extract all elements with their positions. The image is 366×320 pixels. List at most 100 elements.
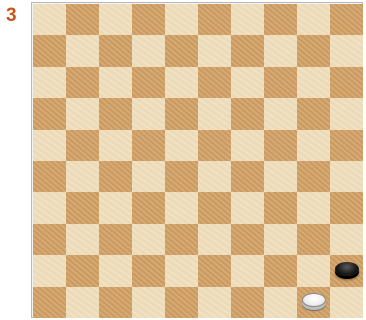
board-square-r1-c7[interactable]: [231, 4, 264, 35]
board-square-r9-c8[interactable]: [264, 255, 297, 286]
board-square-r2-c7[interactable]: [231, 35, 264, 66]
board-square-r8-c3[interactable]: [99, 224, 132, 255]
board-square-r6-c7[interactable]: [231, 161, 264, 192]
board-square-r5-c10[interactable]: [330, 130, 363, 161]
board-square-r2-c10[interactable]: [330, 35, 363, 66]
board-square-r3-c7[interactable]: [231, 67, 264, 98]
board-square-r7-c4[interactable]: [132, 192, 165, 223]
board-square-r3-c3[interactable]: [99, 67, 132, 98]
board-square-r2-c9[interactable]: [297, 35, 330, 66]
board-square-r6-c3[interactable]: [99, 161, 132, 192]
board-square-r5-c8[interactable]: [264, 130, 297, 161]
board-square-r9-c3[interactable]: [99, 255, 132, 286]
board-square-r7-c8[interactable]: [264, 192, 297, 223]
board-square-r9-c9[interactable]: [297, 255, 330, 286]
board-square-r5-c1[interactable]: [33, 130, 66, 161]
checkers-board[interactable]: [33, 4, 363, 318]
board-square-r2-c5[interactable]: [165, 35, 198, 66]
board-square-r8-c7[interactable]: [231, 224, 264, 255]
board-square-r3-c2[interactable]: [66, 67, 99, 98]
board-square-r9-c7[interactable]: [231, 255, 264, 286]
board-square-r4-c3[interactable]: [99, 98, 132, 129]
board-square-r7-c2[interactable]: [66, 192, 99, 223]
board-square-r5-c5[interactable]: [165, 130, 198, 161]
board-square-r7-c5[interactable]: [165, 192, 198, 223]
board-square-r8-c8[interactable]: [264, 224, 297, 255]
board-square-r7-c1[interactable]: [33, 192, 66, 223]
board-square-r7-c3[interactable]: [99, 192, 132, 223]
board-square-r2-c3[interactable]: [99, 35, 132, 66]
board-square-r1-c4[interactable]: [132, 4, 165, 35]
board-square-r6-c1[interactable]: [33, 161, 66, 192]
board-square-r5-c3[interactable]: [99, 130, 132, 161]
board-square-r3-c4[interactable]: [132, 67, 165, 98]
board-square-r9-c10[interactable]: [330, 255, 363, 286]
board-square-r4-c8[interactable]: [264, 98, 297, 129]
board-square-r1-c3[interactable]: [99, 4, 132, 35]
board-square-r1-c2[interactable]: [66, 4, 99, 35]
board-square-r2-c4[interactable]: [132, 35, 165, 66]
black-checker-piece[interactable]: [335, 262, 359, 276]
board-square-r4-c10[interactable]: [330, 98, 363, 129]
board-square-r9-c1[interactable]: [33, 255, 66, 286]
board-square-r5-c6[interactable]: [198, 130, 231, 161]
board-square-r4-c7[interactable]: [231, 98, 264, 129]
board-square-r4-c1[interactable]: [33, 98, 66, 129]
board-square-r10-c6[interactable]: [198, 287, 231, 318]
board-square-r9-c6[interactable]: [198, 255, 231, 286]
board-square-r8-c9[interactable]: [297, 224, 330, 255]
board-square-r3-c10[interactable]: [330, 67, 363, 98]
board-square-r10-c8[interactable]: [264, 287, 297, 318]
board-square-r6-c5[interactable]: [165, 161, 198, 192]
board-square-r1-c8[interactable]: [264, 4, 297, 35]
board-square-r4-c6[interactable]: [198, 98, 231, 129]
board-square-r5-c2[interactable]: [66, 130, 99, 161]
board-square-r7-c9[interactable]: [297, 192, 330, 223]
board-square-r10-c4[interactable]: [132, 287, 165, 318]
board-square-r2-c6[interactable]: [198, 35, 231, 66]
board-square-r6-c10[interactable]: [330, 161, 363, 192]
board-square-r10-c3[interactable]: [99, 287, 132, 318]
board-square-r7-c6[interactable]: [198, 192, 231, 223]
board-square-r8-c1[interactable]: [33, 224, 66, 255]
board-square-r6-c8[interactable]: [264, 161, 297, 192]
board-square-r3-c8[interactable]: [264, 67, 297, 98]
board-square-r1-c9[interactable]: [297, 4, 330, 35]
board-square-r4-c9[interactable]: [297, 98, 330, 129]
board-square-r8-c10[interactable]: [330, 224, 363, 255]
board-square-r1-c6[interactable]: [198, 4, 231, 35]
board-square-r8-c2[interactable]: [66, 224, 99, 255]
board-square-r10-c7[interactable]: [231, 287, 264, 318]
board-square-r1-c1[interactable]: [33, 4, 66, 35]
white-checker-piece[interactable]: [302, 293, 326, 307]
board-square-r5-c9[interactable]: [297, 130, 330, 161]
board-square-r1-c10[interactable]: [330, 4, 363, 35]
board-square-r10-c9[interactable]: [297, 287, 330, 318]
board-square-r8-c6[interactable]: [198, 224, 231, 255]
board-square-r10-c5[interactable]: [165, 287, 198, 318]
board-square-r9-c5[interactable]: [165, 255, 198, 286]
board-square-r6-c2[interactable]: [66, 161, 99, 192]
board-square-r4-c4[interactable]: [132, 98, 165, 129]
board-square-r3-c6[interactable]: [198, 67, 231, 98]
board-square-r2-c1[interactable]: [33, 35, 66, 66]
board-square-r2-c2[interactable]: [66, 35, 99, 66]
board-square-r6-c6[interactable]: [198, 161, 231, 192]
board-square-r9-c4[interactable]: [132, 255, 165, 286]
board-square-r10-c2[interactable]: [66, 287, 99, 318]
board-square-r6-c4[interactable]: [132, 161, 165, 192]
board-square-r4-c5[interactable]: [165, 98, 198, 129]
board-square-r2-c8[interactable]: [264, 35, 297, 66]
board-square-r9-c2[interactable]: [66, 255, 99, 286]
board-square-r1-c5[interactable]: [165, 4, 198, 35]
board-square-r6-c9[interactable]: [297, 161, 330, 192]
board-square-r7-c10[interactable]: [330, 192, 363, 223]
board-square-r10-c10[interactable]: [330, 287, 363, 318]
board-square-r5-c4[interactable]: [132, 130, 165, 161]
board-square-r3-c5[interactable]: [165, 67, 198, 98]
board-square-r5-c7[interactable]: [231, 130, 264, 161]
board-square-r10-c1[interactable]: [33, 287, 66, 318]
board-square-r7-c7[interactable]: [231, 192, 264, 223]
board-square-r8-c4[interactable]: [132, 224, 165, 255]
board-square-r3-c9[interactable]: [297, 67, 330, 98]
